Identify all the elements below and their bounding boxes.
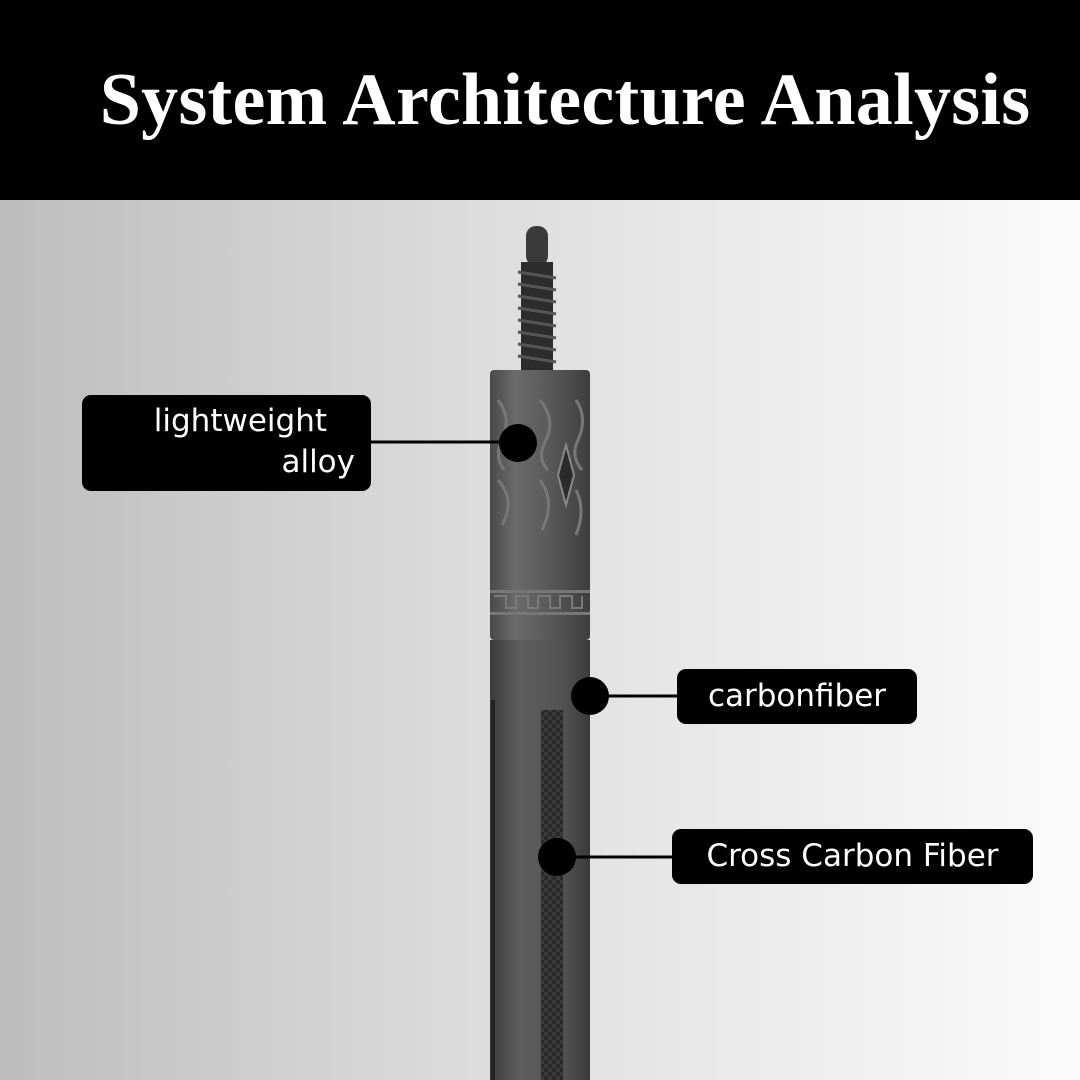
callout-cross-carbon-fiber: Cross Carbon Fiber	[672, 829, 1033, 884]
joint-pin	[517, 226, 557, 374]
callout-carbonfiber: carbonfiber	[677, 669, 917, 724]
page-title: System Architecture Analysis	[99, 59, 1031, 141]
alloy-collar	[490, 370, 590, 640]
callout-connectors	[371, 424, 677, 876]
callout-lightweight-alloy: lightweight alloy	[82, 395, 371, 491]
callout-alloy-line2: alloy	[281, 444, 355, 480]
header-bar: System Architecture Analysis	[0, 0, 1080, 200]
callout-alloy-line1: lightweight	[153, 403, 327, 439]
